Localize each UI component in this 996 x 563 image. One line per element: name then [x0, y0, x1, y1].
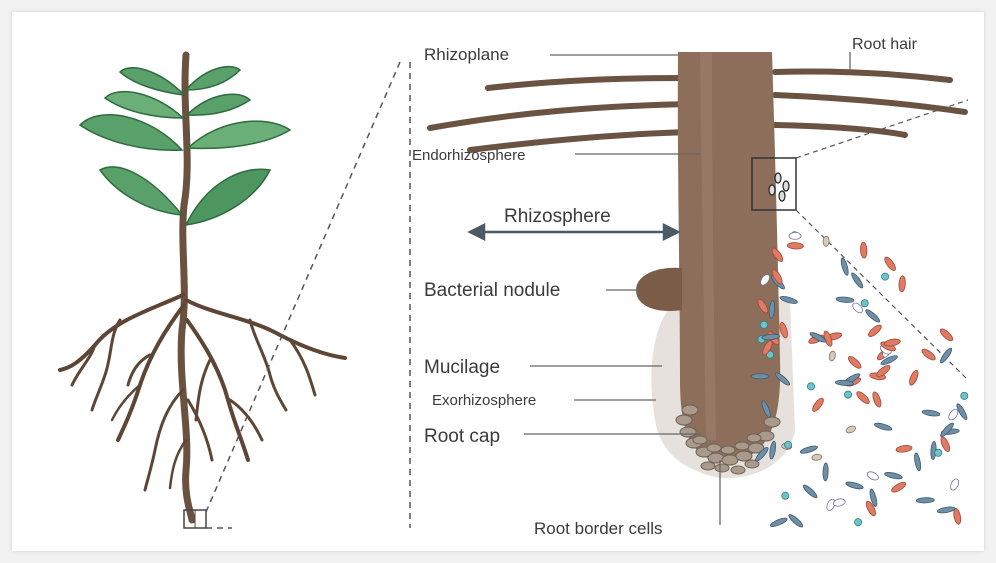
label-mucilage: Mucilage: [424, 357, 500, 378]
microbe: [789, 232, 801, 239]
microbe: [828, 350, 836, 361]
leaf: [80, 115, 182, 150]
microbe: [836, 296, 854, 303]
microbe: [884, 471, 903, 480]
microbe: [843, 390, 853, 400]
microbe: [898, 276, 906, 292]
microbe: [960, 391, 969, 400]
microbe: [874, 422, 893, 432]
label-exorhizosphere: Exorhizosphere: [432, 392, 536, 409]
leaf: [100, 167, 182, 215]
label-root-border-cells: Root border cells: [534, 519, 663, 538]
microbe: [949, 478, 960, 492]
label-endorhizosphere: Endorhizosphere: [412, 147, 525, 164]
microbe: [922, 409, 941, 417]
microbe: [937, 506, 956, 514]
microbe: [855, 390, 871, 406]
microbe: [806, 381, 816, 391]
microbe: [884, 338, 901, 347]
microbe: [850, 272, 865, 290]
microbe: [812, 454, 823, 461]
leaf: [186, 67, 240, 90]
microbe: [896, 445, 913, 454]
label-bacterial-nodule: Bacterial nodule: [424, 280, 560, 301]
microbe: [939, 347, 954, 365]
microbe: [811, 396, 826, 413]
root-branch: [187, 320, 248, 460]
microbe: [920, 347, 937, 362]
microbe: [787, 513, 804, 529]
leaf: [188, 121, 290, 148]
microbe: [867, 323, 883, 338]
bacterial-nodule-shape: [636, 268, 682, 311]
leaf: [186, 169, 270, 225]
microbe: [769, 516, 788, 528]
microbe: [800, 444, 819, 454]
microbe: [833, 498, 846, 508]
rhizosphere-arrow: [470, 225, 678, 239]
microbe: [938, 327, 954, 343]
microbe: [883, 255, 898, 272]
microbe: [853, 517, 863, 527]
leaf: [105, 92, 183, 118]
root-branch: [196, 360, 210, 420]
microbe: [860, 242, 867, 258]
leaf: [187, 94, 250, 115]
microbe: [916, 497, 934, 503]
root-branch: [118, 305, 184, 440]
label-rhizoplane: Rhizoplane: [424, 45, 509, 64]
microbe: [840, 257, 850, 276]
primary-root: [678, 52, 780, 462]
microbe: [847, 355, 863, 370]
microbe: [751, 374, 769, 379]
microbe: [866, 470, 880, 482]
root-detail: Rhizoplane Root hair Endorhizosphere Rhi…: [412, 36, 969, 538]
plant-stem: [181, 55, 192, 520]
root-branch: [186, 300, 345, 358]
microbe: [823, 463, 829, 481]
root-branch: [145, 390, 183, 490]
roots: [60, 295, 345, 490]
microbe: [908, 369, 920, 386]
rhizosphere-diagram: Rhizoplane Root hair Endorhizosphere Rhi…: [12, 12, 984, 551]
figure-card: Rhizoplane Root hair Endorhizosphere Rhi…: [12, 12, 984, 551]
microbe: [845, 425, 857, 434]
microbe: [880, 272, 890, 282]
microbe: [802, 483, 819, 499]
leaf: [120, 68, 184, 95]
microbe: [784, 441, 792, 449]
root-branch: [188, 400, 212, 460]
microbe: [913, 453, 922, 472]
label-root-cap: Root cap: [424, 426, 500, 447]
microbe: [782, 492, 789, 499]
microbe: [864, 308, 881, 324]
microbe-community: [751, 231, 969, 529]
microbe: [787, 242, 803, 249]
plant: [60, 55, 345, 528]
microbe: [871, 391, 882, 408]
label-root-hair: Root hair: [852, 36, 918, 53]
microbe: [823, 236, 829, 246]
microbe: [890, 480, 907, 494]
microbe: [845, 481, 864, 491]
label-rhizosphere: Rhizosphere: [504, 206, 611, 227]
